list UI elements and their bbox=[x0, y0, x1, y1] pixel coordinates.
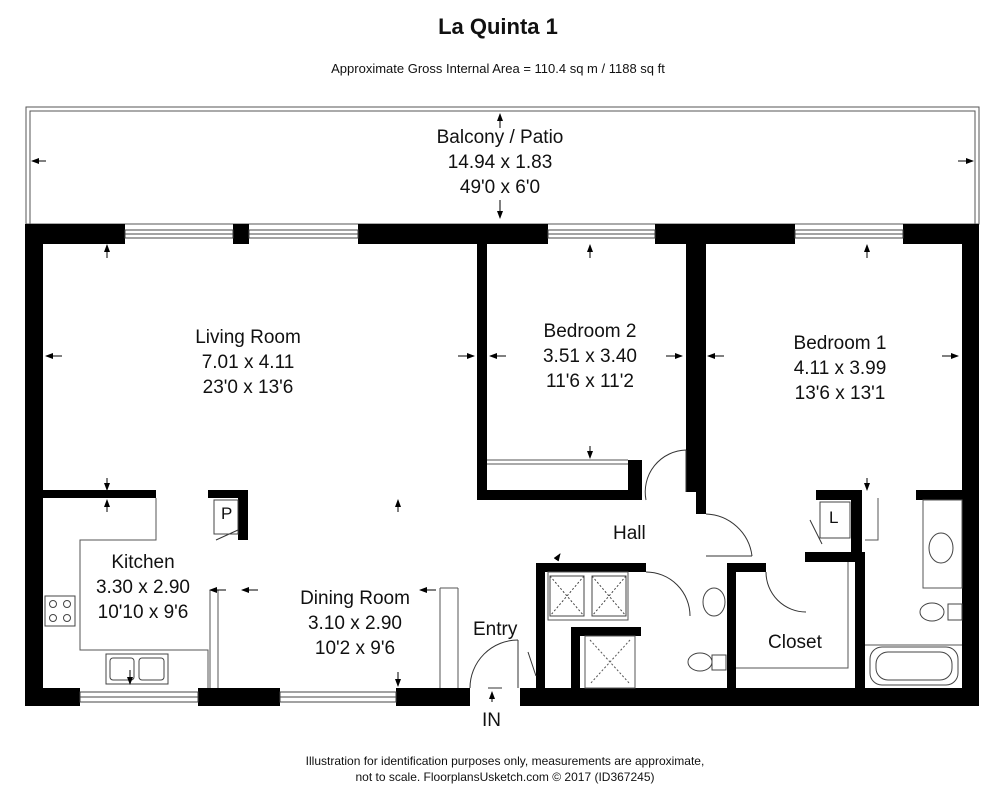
room-name: Dining Room bbox=[300, 588, 410, 609]
room-label-living-room: Living Room 7.01 x 4.11 23'0 x 13'6 bbox=[148, 325, 348, 400]
gross-area-text: Approximate Gross Internal Area = 110.4 … bbox=[331, 61, 665, 76]
room-name: Bedroom 2 bbox=[543, 321, 637, 342]
room-name: Kitchen bbox=[111, 552, 175, 573]
entrance-label: IN bbox=[482, 710, 501, 731]
room-label-kitchen: Kitchen 3.30 x 2.90 10'10 x 9'6 bbox=[78, 550, 208, 625]
room-label-balcony: Balcony / Patio 14.94 x 1.83 49'0 x 6'0 bbox=[380, 125, 620, 200]
room-label-hall: Hall bbox=[613, 523, 646, 544]
fixtures bbox=[44, 499, 963, 686]
doors bbox=[215, 449, 823, 689]
room-name: Living Room bbox=[195, 327, 301, 348]
walls bbox=[25, 224, 979, 706]
disclaimer-footer: Illustration for identification purposes… bbox=[0, 753, 996, 785]
room-label-bedroom-1: Bedroom 1 4.11 x 3.99 13'6 x 13'1 bbox=[760, 331, 920, 406]
room-name: Balcony / Patio bbox=[436, 127, 564, 148]
room-label-closet: Closet bbox=[768, 632, 822, 653]
room-size-metric: 3.51 x 3.40 bbox=[542, 346, 638, 367]
room-label-entry: Entry bbox=[473, 619, 518, 640]
room-size-imperial: 13'6 x 13'1 bbox=[794, 383, 886, 404]
room-size-imperial: 49'0 x 6'0 bbox=[459, 177, 541, 198]
room-size-imperial: 10'2 x 9'6 bbox=[314, 638, 396, 659]
room-size-metric: 4.11 x 3.99 bbox=[793, 358, 887, 379]
room-size-metric: 7.01 x 4.11 bbox=[201, 352, 295, 373]
room-size-metric: 14.94 x 1.83 bbox=[447, 152, 553, 173]
room-size-imperial: 11'6 x 11'2 bbox=[546, 371, 634, 392]
room-name: Bedroom 1 bbox=[793, 333, 887, 354]
room-size-metric: 3.10 x 2.90 bbox=[307, 613, 403, 634]
room-size-metric: 3.30 x 2.90 bbox=[95, 577, 191, 598]
disclaimer-line-2: not to scale. FloorplansUsketch.com © 20… bbox=[355, 770, 655, 784]
room-size-imperial: 10'10 x 9'6 bbox=[97, 602, 189, 623]
room-label-bedroom-2: Bedroom 2 3.51 x 3.40 11'6 x 11'2 bbox=[510, 319, 670, 394]
plan-title: La Quinta 1 bbox=[438, 14, 558, 39]
linen-closet-label: L bbox=[829, 508, 839, 527]
windows bbox=[79, 229, 904, 703]
room-label-dining-room: Dining Room 3.10 x 2.90 10'2 x 9'6 bbox=[280, 586, 430, 661]
disclaimer-line-1: Illustration for identification purposes… bbox=[305, 754, 705, 768]
thin-lines bbox=[79, 459, 963, 689]
room-size-imperial: 23'0 x 13'6 bbox=[202, 377, 294, 398]
dimension-arrows bbox=[31, 113, 974, 702]
pantry-label: P bbox=[221, 504, 233, 523]
